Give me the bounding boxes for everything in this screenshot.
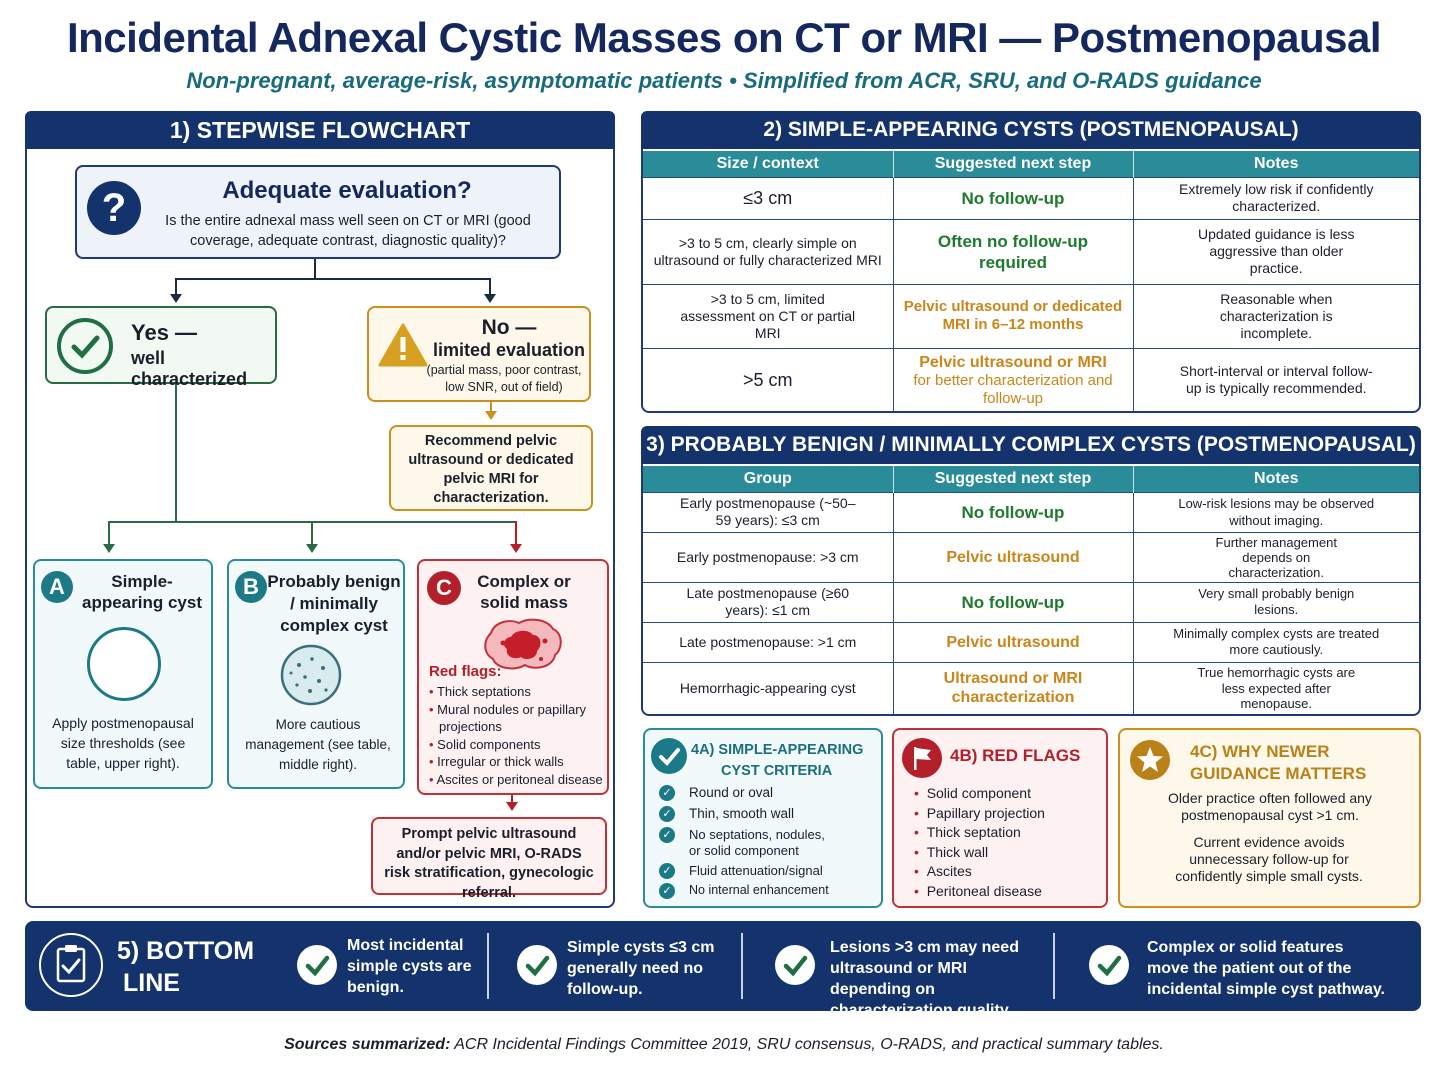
why-paragraph-1: Older practice often followed any postme… bbox=[1168, 790, 1372, 823]
bottom-point-3: Lesions >3 cm may need ultrasound or MRI… bbox=[830, 939, 1019, 1019]
why-heading-1: 4C) WHY NEWER bbox=[1190, 742, 1330, 761]
recommend-box: Recommend pelvic ultrasound or dedicated… bbox=[389, 425, 593, 511]
benign-cysts-panel: 3) PROBABLY BENIGN / MINIMALLY COMPLEX C… bbox=[641, 426, 1421, 716]
red-flags-card-list: • Solid component • Papillary projection… bbox=[914, 784, 1045, 902]
list-item: ✓No septations, nodules, or solid compon… bbox=[659, 826, 879, 862]
bottom-line-bar: 5) BOTTOM LINE Most incidental simple cy… bbox=[25, 921, 1421, 1019]
list-item: ✓No internal enhancement bbox=[659, 882, 879, 902]
option-c-letter: C bbox=[427, 571, 461, 605]
flowchart-heading: 1) STEPWISE FLOWCHART bbox=[25, 111, 615, 149]
list-item: • Ascites or peritoneal disease bbox=[429, 771, 603, 787]
yes-box: Yes — well characterized bbox=[45, 306, 277, 389]
flag-icon bbox=[902, 738, 942, 778]
check-circle-icon bbox=[57, 318, 113, 374]
table-row: >3 to 5 cm, limited assessment on CT or … bbox=[643, 283, 1419, 348]
solid-mass-icon bbox=[484, 618, 562, 670]
bottom-point-4: Complex or solid features move the patie… bbox=[1147, 939, 1385, 998]
list-item: • Ascites bbox=[914, 863, 972, 880]
option-c-box: C Complex or solid mass Red flags: • Thi… bbox=[417, 559, 609, 795]
option-a-box: A Simple-appearing cyst Apply postmenopa… bbox=[33, 559, 213, 789]
list-item: • Mural nodules or papillary projections bbox=[429, 701, 587, 735]
list-item: • Papillary projection bbox=[914, 804, 1045, 821]
list-item: • Thick septations bbox=[429, 684, 531, 699]
bottom-point-2: Simple cysts ≤3 cm generally need no fol… bbox=[567, 939, 715, 998]
criteria-card: 4A) SIMPLE-APPEARING CYST CRITERIA ✓Roun… bbox=[643, 728, 883, 908]
star-icon bbox=[1130, 740, 1170, 780]
criteria-list: ✓Round or oval ✓Thin, smooth wall ✓No se… bbox=[659, 784, 879, 902]
list-item: • Irregular or thick walls bbox=[429, 754, 564, 769]
why-paragraph-2: Current evidence avoids unnecessary foll… bbox=[1175, 834, 1363, 884]
table-row: Early postmenopause (~50–59 years): ≤3 c… bbox=[643, 491, 1419, 532]
page-title: Incidental Adnexal Cystic Masses on CT o… bbox=[66, 14, 1382, 61]
option-c-title: Complex or solid mass bbox=[477, 572, 571, 612]
option-b-text: More cautious management (see table, mid… bbox=[245, 717, 391, 772]
bottom-point-1: Most incidental simple cysts are benign. bbox=[347, 937, 472, 996]
check-icon bbox=[775, 945, 815, 985]
table-row: >3 to 5 cm, clearly simple on ultrasound… bbox=[643, 218, 1419, 284]
table-row: Hemorrhagic-appearing cyst Ultrasound or… bbox=[643, 661, 1419, 714]
warning-icon bbox=[378, 323, 428, 367]
yes-line2: well characterized bbox=[131, 348, 248, 389]
table-row: ≤3 cm No follow-up Extremely low risk if… bbox=[643, 176, 1419, 219]
list-item: ✓Round or oval bbox=[659, 784, 879, 805]
list-item: • Solid components bbox=[429, 736, 541, 752]
prompt-box: Prompt pelvic ultrasound and/or pelvic M… bbox=[371, 817, 607, 901]
bottom-line-heading-2: LINE bbox=[123, 969, 180, 997]
option-a-letter: A bbox=[41, 571, 73, 603]
question-icon: ? bbox=[87, 181, 141, 235]
red-flags-list: • Thick septations • Mural nodules or pa… bbox=[429, 683, 607, 788]
red-flags-card: 4B) RED FLAGS • Solid component • Papill… bbox=[892, 728, 1108, 908]
no-line2: limited evaluation bbox=[432, 340, 586, 360]
criteria-heading-1: 4A) SIMPLE-APPEARING bbox=[691, 742, 864, 758]
no-box: No — limited evaluation (partial mass, p… bbox=[367, 306, 591, 402]
yes-line1: Yes — bbox=[131, 320, 198, 345]
red-flags-heading: 4B) RED FLAGS bbox=[950, 746, 1081, 765]
list-item: • Peritoneal disease bbox=[914, 882, 1042, 899]
check-icon bbox=[1089, 945, 1129, 985]
page-subtitle: Non-pregnant, average-risk, asymptomatic… bbox=[186, 68, 1262, 93]
check-icon bbox=[517, 945, 557, 985]
simple-cyst-icon bbox=[87, 627, 161, 701]
criteria-check-icon bbox=[651, 738, 687, 774]
option-b-title: Probably benign / minimally complex cyst bbox=[267, 572, 401, 635]
simple-cysts-heading: 2) SIMPLE-APPEARING CYSTS (POSTMENOPAUSA… bbox=[641, 111, 1421, 149]
table-row: Late postmenopause: >1 cm Pelvic ultraso… bbox=[643, 621, 1419, 662]
table-row: Late postmenopause (≥60 years): ≤1 cm No… bbox=[643, 581, 1419, 622]
question-text: Is the entire adnexal mass well seen on … bbox=[165, 213, 531, 249]
list-item: • Thick septation bbox=[914, 824, 1021, 841]
option-b-letter: B bbox=[235, 571, 267, 603]
no-line1: No — bbox=[481, 316, 537, 339]
list-item: ✓Thin, smooth wall bbox=[659, 805, 879, 826]
simple-cysts-panel: 2) SIMPLE-APPEARING CYSTS (POSTMENOPAUSA… bbox=[641, 111, 1421, 413]
bottom-line-heading-1: 5) BOTTOM bbox=[117, 937, 255, 965]
list-item: • Thick wall bbox=[914, 843, 989, 860]
list-item: ✓Fluid attenuation/signal bbox=[659, 862, 879, 882]
sources-line: Sources summarized: ACR Incidental Findi… bbox=[0, 1036, 1448, 1054]
complex-cyst-icon bbox=[280, 644, 342, 706]
criteria-heading-2: CYST CRITERIA bbox=[721, 763, 833, 779]
sources-text: ACR Incidental Findings Committee 2019, … bbox=[450, 1036, 1164, 1053]
option-b-box: B Probably benign / minimally complex cy… bbox=[227, 559, 405, 789]
why-card: 4C) WHY NEWER GUIDANCE MATTERS Older pra… bbox=[1118, 728, 1421, 908]
why-heading-2: GUIDANCE MATTERS bbox=[1190, 764, 1367, 783]
flowchart-panel: 1) STEPWISE FLOWCHART ? Adequate evaluat… bbox=[25, 111, 615, 908]
red-flags-label: Red flags: bbox=[429, 663, 502, 680]
check-icon bbox=[297, 945, 337, 985]
list-item: • Solid component bbox=[914, 785, 1031, 801]
table-row: Early postmenopause: >3 cm Pelvic ultras… bbox=[643, 531, 1419, 582]
option-a-text: Apply postmenopausal size thresholds (se… bbox=[52, 715, 194, 771]
clipboard-icon bbox=[39, 933, 103, 997]
option-a-title: Simple-appearing cyst bbox=[82, 572, 202, 612]
sources-label: Sources summarized: bbox=[284, 1036, 451, 1053]
benign-cysts-heading: 3) PROBABLY BENIGN / MINIMALLY COMPLEX C… bbox=[641, 426, 1421, 464]
question-box: ? Adequate evaluation? Is the entire adn… bbox=[75, 165, 561, 259]
no-detail: (partial mass, poor contrast, low SNR, o… bbox=[426, 363, 582, 394]
question-title: Adequate evaluation? bbox=[222, 177, 472, 204]
